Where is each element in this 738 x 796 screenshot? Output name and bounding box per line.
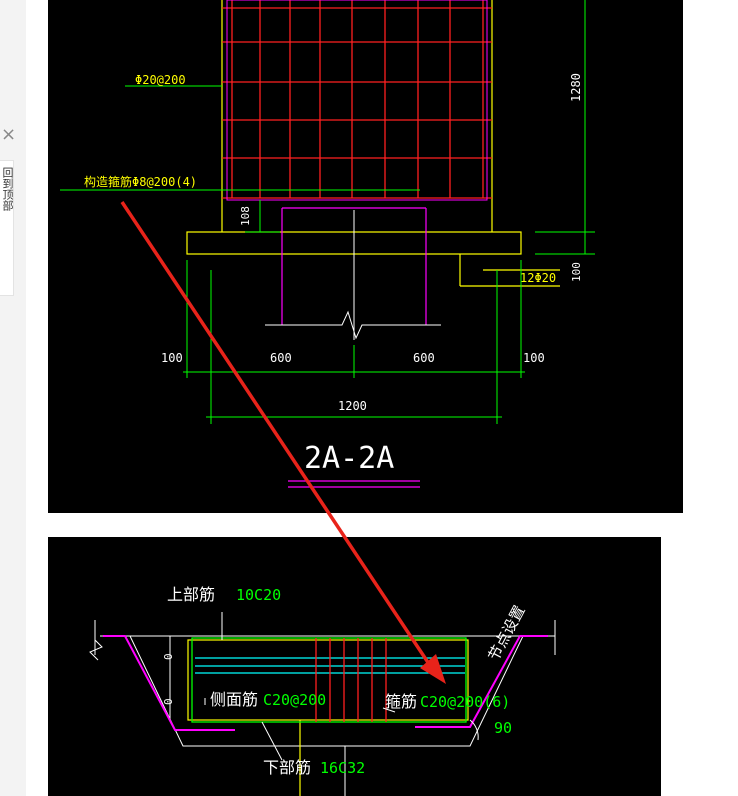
stirrup-outline bbox=[226, 0, 488, 201]
stirrup-value: C20@200(6) bbox=[420, 693, 510, 711]
close-icon[interactable]: × bbox=[1, 124, 17, 145]
rebar-grid bbox=[222, 0, 492, 199]
top-bar-label: 上部筋 bbox=[167, 585, 215, 604]
dim-0-top: 0 bbox=[162, 653, 175, 660]
beam-outline bbox=[187, 639, 469, 796]
dimension-lines bbox=[60, 0, 595, 424]
label-construct-stirrup: 构造箍筋Φ8@200(4) bbox=[84, 174, 197, 189]
pile-outline bbox=[281, 207, 427, 325]
stirrups-bottom bbox=[315, 638, 387, 722]
back-to-top-label: 回到顶部 bbox=[1, 167, 14, 211]
dim-100-left: 100 bbox=[161, 351, 183, 365]
annotation-arrow bbox=[120, 201, 446, 684]
magenta-edges bbox=[103, 635, 548, 731]
side-bar-value: C20@200 bbox=[263, 691, 326, 709]
angle-arc bbox=[469, 719, 479, 741]
dim-108: 108 bbox=[239, 206, 252, 226]
angle-value: 90 bbox=[494, 719, 512, 737]
stirrup-label: 箍筋 bbox=[385, 692, 417, 711]
bottom-bar-value: 16C32 bbox=[320, 759, 365, 777]
bottom-bar-label: 下部筋 bbox=[263, 758, 311, 777]
dim-600-right: 600 bbox=[413, 351, 435, 365]
leader-lines bbox=[204, 612, 396, 761]
top-bar-value: 10C20 bbox=[236, 586, 281, 604]
dim-100-right: 100 bbox=[570, 262, 583, 282]
left-sidebar: × 回到顶部 bbox=[0, 0, 26, 796]
section-title: 2A-2A bbox=[304, 441, 394, 476]
label-12phi20: 12Φ20 bbox=[520, 271, 556, 285]
back-to-top-tab[interactable]: 回到顶部 bbox=[0, 160, 14, 296]
dim-1200: 1200 bbox=[338, 399, 367, 413]
dim-1280: 1280 bbox=[569, 73, 583, 102]
beam-green-box bbox=[191, 637, 467, 723]
pile-break-line bbox=[265, 210, 441, 340]
dim-100-far-right: 100 bbox=[523, 351, 545, 365]
dim-0-bottom: 0 bbox=[162, 698, 175, 705]
dim-600-left: 600 bbox=[270, 351, 292, 365]
label-phi20: Φ20@200 bbox=[135, 73, 186, 87]
side-bar-label: 侧面筋 bbox=[210, 690, 258, 709]
